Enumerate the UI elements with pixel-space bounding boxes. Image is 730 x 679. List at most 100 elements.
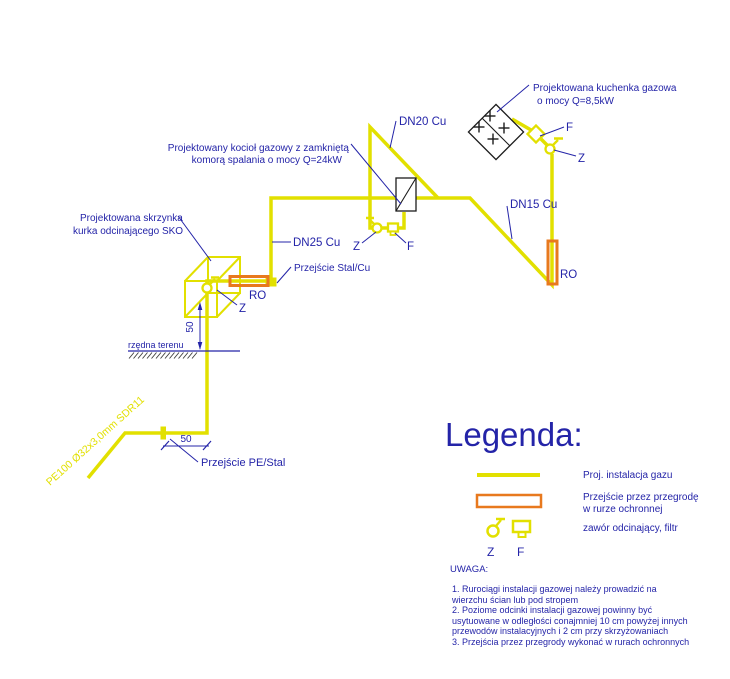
- valve-icon: [544, 143, 556, 155]
- valve-icon: [371, 222, 383, 234]
- stove-label-line2: o mocy Q=8,5kW: [537, 96, 615, 107]
- ro-sleeve-sko: [228, 275, 270, 287]
- label-z-stove: Z: [578, 153, 585, 165]
- legend-item2-label-line2: w rurze ochronnej: [582, 504, 662, 515]
- label-rzedna-terenu: rzędna terenu: [128, 340, 184, 350]
- label-ro-stove: RO: [560, 269, 577, 281]
- sko-edge: [184, 256, 209, 282]
- legend-title: Legenda:: [445, 416, 583, 453]
- dim-tick: [160, 440, 170, 451]
- boiler-valve-filter: [366, 216, 400, 236]
- boiler-label-line1: Projektowany kocioł gazowy z zamkniętą: [168, 143, 350, 154]
- legend-filter-icon: [511, 519, 532, 534]
- legend-sleeve-icon: [475, 493, 543, 509]
- dimension-riser-50: 50: [185, 302, 203, 350]
- valve-handle: [552, 139, 559, 146]
- legend-item3-label: zawór odcinający, filtr: [583, 523, 679, 534]
- stove-stub-pipe: [511, 117, 532, 132]
- legend-z-letter: Z: [487, 545, 494, 559]
- legend-f-letter: F: [517, 545, 524, 559]
- ro-sleeve-stove: [546, 239, 559, 286]
- sko-label-line2: kurka odcinającego SKO: [73, 226, 183, 237]
- ground-hatch: [128, 352, 198, 359]
- note-line: przewodów instalacyjnych i 2 cm przy skr…: [452, 626, 668, 636]
- sko-label-leader: [177, 215, 212, 262]
- boiler-label-line2: komorą spalania o mocy Q=24kW: [192, 155, 343, 166]
- boiler-valve-leader: [361, 231, 377, 244]
- note-line: 1. Rurociągi instalacji gazowej należy p…: [452, 584, 657, 594]
- valve-icon: [201, 282, 213, 294]
- label-f-boiler: F: [407, 241, 414, 253]
- ground-level: [128, 350, 240, 359]
- label-pe-pipe: PE100 Ø32x3,0mm SDR11: [44, 394, 147, 488]
- dim-arrow-down: [197, 342, 203, 350]
- sko-shutoff-valve: [201, 276, 219, 294]
- legend-valve-handle: [495, 519, 502, 527]
- stove-symbol: [467, 103, 525, 161]
- diagram-labels: Projektowana kuchenka gazowa o mocy Q=8,…: [73, 83, 677, 469]
- stove-filter-leader: [539, 126, 565, 137]
- dim-arrow-up: [197, 302, 203, 310]
- filter-icon: [386, 222, 400, 233]
- label-f-stove: F: [566, 122, 573, 134]
- stove-divider: [481, 117, 511, 147]
- notes-title: UWAGA:: [450, 564, 488, 575]
- label-z-boiler: Z: [353, 241, 360, 253]
- note-line: 2. Poziome odcinki instalacji gazowej po…: [452, 605, 653, 615]
- stove-label-line1: Projektowana kuchenka gazowa: [533, 83, 677, 94]
- note-line: wierzchu ścian lub pod stropem: [451, 595, 578, 605]
- dim-pe-value: 50: [180, 434, 192, 445]
- sko-label-line1: Projektowana skrzynka: [80, 213, 183, 224]
- sko-front-face: [184, 280, 218, 318]
- pe-and-riser-pipe: [86, 292, 209, 480]
- notes-block: UWAGA: 1. Rurociągi instalacji gazowej n…: [450, 564, 689, 647]
- label-dn25: DN25 Cu: [293, 237, 340, 249]
- note-line: 3. Przejścia przez przegrody wykonać w r…: [452, 637, 689, 647]
- stal-cu-leader: [276, 266, 292, 284]
- valve-handle: [209, 278, 216, 285]
- stove-burners: [473, 110, 510, 145]
- stove-valve-leader: [553, 149, 577, 157]
- stove-valve-filter: [525, 123, 563, 155]
- sko-valve-leader: [216, 289, 238, 306]
- dn20-leader: [389, 120, 397, 149]
- label-przejscie-stal-cu: Przejście Stal/Cu: [294, 263, 370, 274]
- filter-body: [525, 123, 547, 145]
- legend-item2-label-line1: Przejście przez przegrodę: [583, 492, 699, 503]
- boiler-symbol: [395, 177, 417, 212]
- sko-edge: [216, 256, 241, 282]
- pe-stal-leader: [169, 438, 199, 463]
- boiler-diagonal: [395, 177, 417, 212]
- filter-icon: [525, 123, 547, 145]
- stove-body: [467, 103, 525, 161]
- dim-riser-value: 50: [185, 321, 196, 333]
- leader-lines: [169, 84, 577, 463]
- pe-stal-transition-marker: [160, 426, 166, 440]
- stal-cu-transition-marker: [265, 277, 277, 287]
- filter-tab: [389, 230, 397, 236]
- label-ro-sko: RO: [249, 290, 266, 302]
- boiler-inlet-pipe: [398, 212, 406, 230]
- stove-valve-pipe: [539, 137, 549, 147]
- label-dn15: DN15 Cu: [510, 199, 557, 211]
- dimension-pe-50: 50: [160, 434, 212, 451]
- legend-filter-tab: [517, 531, 527, 538]
- legend: Legenda: Proj. instalacja gazu Przejście…: [445, 416, 699, 559]
- legend-item1-label: Proj. instalacja gazu: [583, 470, 673, 481]
- boiler-filter-leader: [394, 232, 407, 244]
- legend-valve-icon: [486, 524, 500, 538]
- boiler-label-leader: [350, 143, 402, 205]
- label-przejscie-pe-stal: Przejście PE/Stal: [201, 457, 285, 469]
- label-z-sko: Z: [239, 303, 246, 315]
- label-dn20: DN20 Cu: [399, 116, 446, 128]
- sko-edge: [216, 292, 241, 318]
- sko-box: [184, 256, 241, 318]
- stove-label-leader: [496, 84, 530, 113]
- dn15-leader: [506, 205, 513, 240]
- note-line: usytuowane w odległości conajmniej 10 cm…: [452, 616, 688, 626]
- main-copper-run: [205, 154, 554, 290]
- dim-tick: [202, 440, 212, 451]
- sko-edge: [184, 292, 209, 318]
